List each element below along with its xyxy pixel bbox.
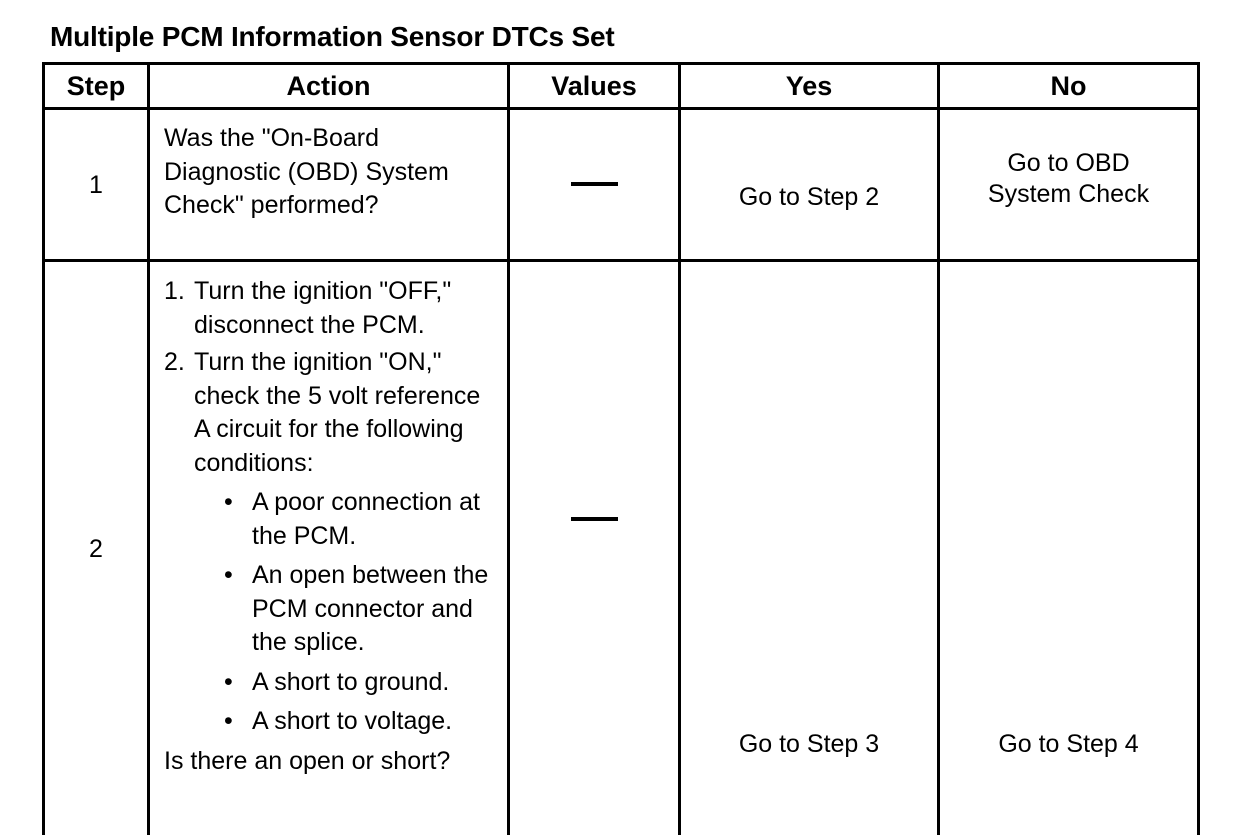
yes-branch-label: Go to Step 2 (739, 183, 879, 211)
no-value-dash-icon (571, 517, 618, 521)
no-value-dash-icon (571, 182, 618, 186)
list-item: 1. Turn the ignition "OFF," disconnect t… (164, 275, 499, 342)
action-cell: 1. Turn the ignition "OFF," disconnect t… (149, 261, 509, 835)
list-item: • A short to ground. (214, 666, 499, 700)
bullet-icon: • (224, 559, 233, 593)
list-item-text: Turn the ignition "OFF," disconnect the … (194, 277, 451, 339)
no-branch-label-line2: System Check (940, 179, 1197, 210)
yes-branch-label: Go to Step 3 (739, 730, 879, 758)
column-header-step: Step (44, 64, 149, 109)
diagnostic-table-page: Multiple PCM Information Sensor DTCs Set… (0, 0, 1248, 804)
step-number-cell: 2 (44, 261, 149, 835)
list-item-marker: 1. (164, 275, 185, 309)
list-item: • An open between the PCM connector and … (214, 559, 499, 660)
no-branch-label: Go to Step 4 (998, 730, 1138, 758)
column-header-values: Values (509, 64, 680, 109)
bullet-icon: • (224, 666, 233, 700)
list-item: • A poor connection at the PCM. (214, 486, 499, 553)
no-branch-cell: Go to Step 4 (939, 261, 1199, 835)
no-branch-cell: Go to OBD System Check (939, 109, 1199, 261)
values-cell (509, 261, 680, 835)
column-header-action: Action (149, 64, 509, 109)
column-header-yes: Yes (680, 64, 939, 109)
list-item: • A short to voltage. (214, 705, 499, 739)
condition-bullet-list: • A poor connection at the PCM. • An ope… (164, 486, 499, 739)
no-branch-label-line1: Go to OBD (940, 148, 1197, 179)
list-item-text: An open between the PCM connector and th… (252, 561, 488, 656)
yes-branch-cell: Go to Step 2 (680, 109, 939, 261)
list-item-marker: 2. (164, 346, 185, 380)
list-item-text: A short to voltage. (252, 707, 452, 735)
table-row: 1 Was the "On-Board Diagnostic (OBD) Sys… (44, 109, 1199, 261)
list-item-text: Turn the ignition "ON," check the 5 volt… (194, 348, 480, 477)
list-item-text: A short to ground. (252, 668, 449, 696)
diagnostic-procedure-table: Step Action Values Yes No 1 Was the "On-… (42, 62, 1200, 835)
step-number-cell: 1 (44, 109, 149, 261)
table-header-row: Step Action Values Yes No (44, 64, 1199, 109)
bullet-icon: • (224, 486, 233, 520)
action-closing-question: Is there an open or short? (164, 745, 499, 779)
values-cell (509, 109, 680, 261)
page-title: Multiple PCM Information Sensor DTCs Set (50, 20, 614, 54)
list-item-text: A poor connection at the PCM. (252, 488, 480, 550)
action-paragraph: Was the "On-Board Diagnostic (OBD) Syste… (164, 122, 497, 223)
column-header-no: No (939, 64, 1199, 109)
numbered-instruction-list: 1. Turn the ignition "OFF," disconnect t… (164, 275, 499, 480)
yes-branch-cell: Go to Step 3 (680, 261, 939, 835)
bullet-icon: • (224, 705, 233, 739)
list-item: 2. Turn the ignition "ON," check the 5 v… (164, 346, 499, 480)
table-row: 2 1. Turn the ignition "OFF," disconnect… (44, 261, 1199, 835)
action-cell: Was the "On-Board Diagnostic (OBD) Syste… (149, 109, 509, 261)
